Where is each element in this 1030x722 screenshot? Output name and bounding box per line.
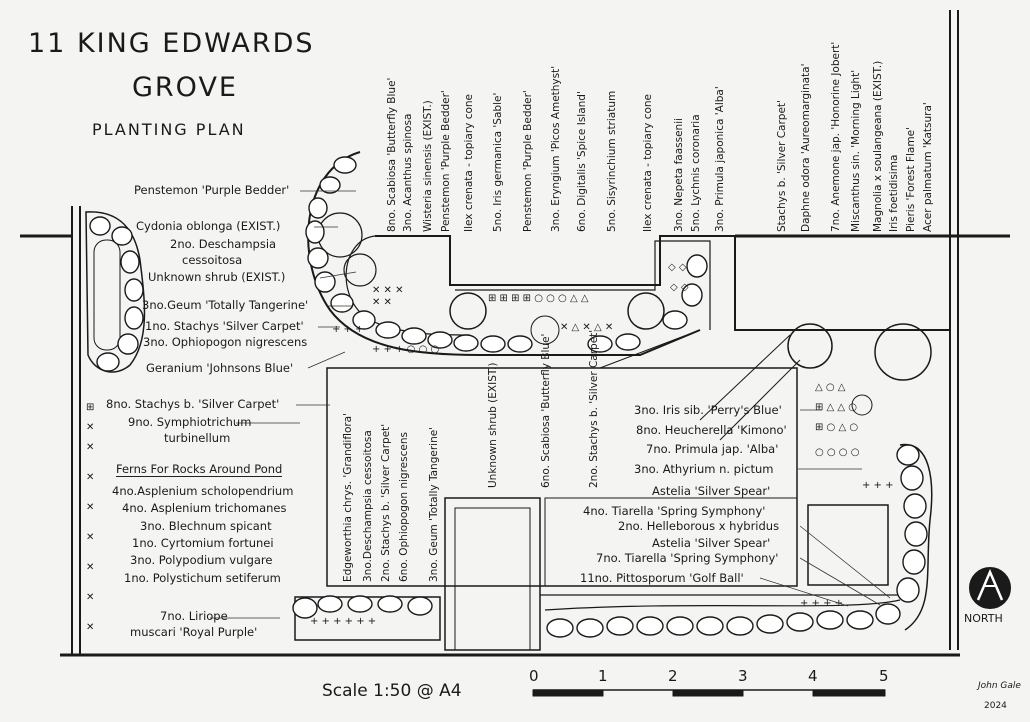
top-plant-label: Miscanthus sin. 'Morning Light' (850, 69, 862, 232)
svg-text:✕: ✕ (86, 472, 94, 483)
right-label: 11no. Pittosporum 'Golf Ball' (580, 571, 744, 585)
right-label: 2no. Helleborous x hybridus (618, 519, 780, 533)
top-plant-label: Stachys b. 'Silver Carpet' (776, 100, 788, 232)
svg-text:✕ △ ✕ △ ✕: ✕ △ ✕ △ ✕ (560, 322, 613, 333)
svg-text:✕: ✕ (86, 592, 94, 603)
mid-plant-label: 6no. Scabiosa 'Butterfly Blue' (540, 333, 552, 488)
scale-tick: 1 (598, 667, 608, 685)
top-plant-label: 5no. Lychnis coronaria (690, 114, 702, 232)
left-label: 3no.Geum 'Totally Tangerine' (142, 298, 309, 312)
left-label: 9no. Symphiotrichum (128, 415, 252, 429)
right-label: 7no. Tiarella 'Spring Symphony' (596, 551, 779, 565)
plan-subtitle: PLANTING PLAN (92, 120, 246, 139)
svg-text:⊞ ⊞ ⊞ ⊞ ○ ○ ○ △ △: ⊞ ⊞ ⊞ ⊞ ○ ○ ○ △ △ (488, 293, 589, 304)
mid-plant-label: Edgeworthia chrys. 'Grandiflora' (342, 412, 354, 582)
svg-text:+ + + +: + + + + (800, 598, 843, 609)
left-label: 2no. Deschampsia (170, 237, 277, 251)
fern-item: 3no. Blechnum spicant (140, 519, 272, 533)
svg-text:⊞ △ △ ○: ⊞ △ △ ○ (815, 402, 857, 413)
scale-label: Scale 1:50 @ A4 (322, 681, 462, 701)
svg-text:✕: ✕ (86, 622, 94, 633)
svg-text:◇ ◇: ◇ ◇ (668, 262, 687, 273)
top-plant-label: 3no. Acanthus spinosa (402, 113, 414, 232)
top-plant-label: 6no. Digitalis 'Spice Island' (576, 91, 588, 232)
svg-text:⊞ ○ △ ○: ⊞ ○ △ ○ (815, 422, 858, 433)
left-label: Unknown shrub (EXIST.) (148, 270, 286, 284)
liriope-label-2: muscari 'Royal Purple' (130, 625, 258, 639)
svg-text:○ ○ ○ ○: ○ ○ ○ ○ (815, 447, 859, 458)
top-plant-label: 5no. Sisyrinchium striatum (606, 90, 618, 232)
right-label: 4no. Tiarella 'Spring Symphony' (583, 504, 766, 518)
left-label: 1no. Stachys 'Silver Carpet' (145, 319, 304, 333)
fern-item: 1no. Polystichum setiferum (124, 571, 281, 585)
liriope-label-1: 7no. Liriope (160, 609, 228, 623)
left-label: 8no. Stachys b. 'Silver Carpet' (106, 397, 280, 411)
svg-text:✕: ✕ (86, 502, 94, 513)
top-plant-label: 3no. Nepeta faassenii (673, 117, 685, 232)
right-label: 3no. Athyrium n. pictum (634, 462, 774, 476)
top-plant-label: Ilex crenata - topiary cone (463, 93, 475, 232)
left-label: cessoitosa (182, 253, 243, 267)
top-plant-label: Penstemon 'Purple Bedder' (522, 90, 534, 232)
scale-tick: 0 (529, 667, 539, 685)
plan-title-line2: GROVE (132, 72, 238, 103)
top-plant-label: 3no. Primula japonica 'Alba' (714, 86, 726, 232)
scale-tick: 5 (879, 667, 889, 685)
fern-item: 3no. Polypodium vulgare (130, 553, 273, 567)
top-plant-label: Acer palmatum 'Katsura' (922, 102, 934, 232)
svg-text:✕: ✕ (86, 422, 94, 433)
top-plant-label: Ilex crenata - topiary cone (642, 93, 654, 232)
right-label: 8no. Heucherella 'Kimono' (636, 423, 787, 437)
signature-year: 2024 (984, 701, 1007, 711)
right-label: Astelia 'Silver Spear' (652, 484, 771, 498)
svg-text:◇ ◇: ◇ ◇ (670, 282, 689, 293)
mid-plant-label: Unknown shrub (EXIST.) (487, 362, 499, 488)
svg-text:✕ ✕: ✕ ✕ (372, 297, 392, 308)
plan-title-line1: 11 KING EDWARDS (28, 28, 315, 59)
left-label: Cydonia oblonga (EXIST.) (136, 219, 281, 233)
mid-plant-label: 6no. Ophiopogon nigrescens (398, 432, 410, 582)
svg-text:+ + + + + +: + + + + + + (310, 616, 376, 627)
svg-text:+ + +: + + + (862, 480, 894, 491)
top-plant-label: 7no. Anemone jap. 'Honorine Jobert' (830, 41, 842, 232)
mid-plant-label: 3no.Deschampsia cessoitosa (362, 430, 374, 582)
left-label: Penstemon 'Purple Bedder' (134, 183, 290, 197)
left-label: 3no. Ophiopogon nigrescens (143, 335, 308, 349)
svg-text:✕: ✕ (86, 562, 94, 573)
fern-item: 4no. Asplenium trichomanes (122, 501, 287, 515)
north-label: NORTH (964, 612, 1003, 625)
signature-name: John Gale (978, 681, 1021, 691)
top-plant-label: Wisteria sinensis (EXIST.) (422, 100, 434, 232)
top-plant-label: Magnolia x soulangeana (EXIST.) (872, 60, 884, 232)
svg-text:✕: ✕ (86, 442, 94, 453)
right-label: 3no. Iris sib. 'Perry's Blue' (634, 403, 782, 417)
top-plant-label: Pieris 'Forest Flame' (905, 127, 917, 232)
scale-tick: 4 (808, 667, 818, 685)
svg-text:✕: ✕ (86, 532, 94, 543)
mid-plant-label: 2no. Stachys b. 'Silver Carpet' (380, 423, 392, 582)
right-label: 7no. Primula jap. 'Alba' (646, 442, 779, 456)
svg-text:△ ○ △: △ ○ △ (815, 382, 846, 393)
mid-plant-label: 3no. Geum 'Totally Tangerine' (428, 426, 440, 582)
top-plant-label: 8no. Scabiosa 'Butterfly Blue' (386, 77, 398, 232)
fern-item: 4no.Asplenium scholopendrium (112, 484, 294, 498)
svg-text:+ + + ○ ○ ○: + + + ○ ○ ○ (372, 344, 439, 355)
top-plant-label: 3no. Eryngium 'Picos Amethyst' (550, 65, 562, 232)
left-label: turbinellum (164, 431, 231, 445)
scale-tick: 3 (738, 667, 748, 685)
svg-text:+ + +: + + + (332, 324, 364, 335)
top-plant-label: Daphne odora 'Aureomarginata' (800, 63, 812, 233)
svg-text:⊞: ⊞ (86, 402, 94, 413)
right-label: Astelia 'Silver Spear' (652, 536, 771, 550)
left-label: Geranium 'Johnsons Blue' (146, 361, 294, 375)
fern-item: 1no. Cyrtomium fortunei (132, 536, 274, 550)
top-plant-label: Penstemon 'Purple Bedder' (440, 90, 452, 232)
scale-tick: 2 (668, 667, 678, 685)
top-plant-label: 5no. Iris germanica 'Sable' (492, 92, 504, 232)
top-plant-label: Iris foetidisima (888, 154, 900, 232)
svg-text:✕ ✕ ✕: ✕ ✕ ✕ (372, 285, 404, 296)
ferns-heading: Ferns For Rocks Around Pond (116, 462, 283, 477)
mid-plant-label: 2no. Stachys b. 'Silver Carpet' (588, 329, 600, 488)
